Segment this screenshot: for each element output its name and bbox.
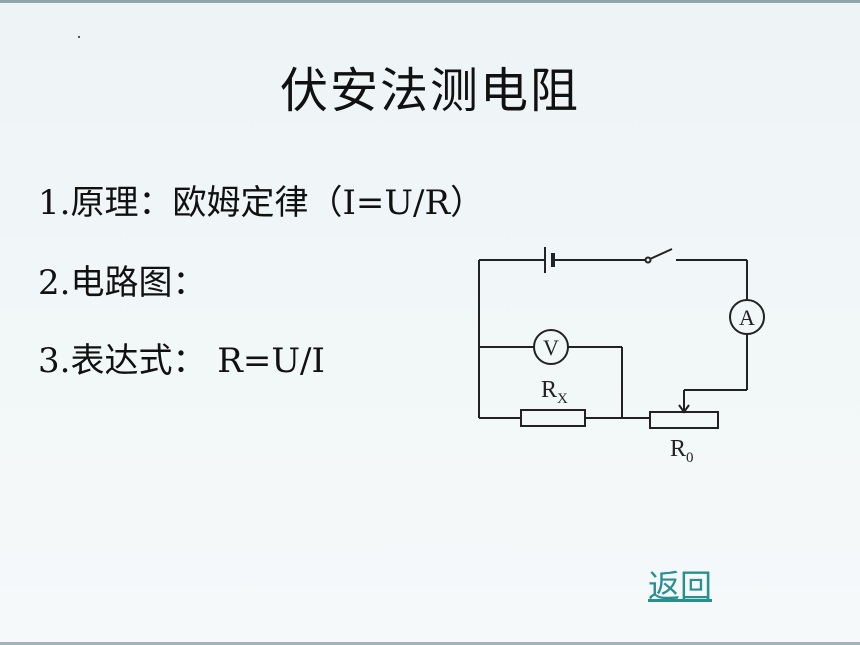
item-principle: 1.原理：欧姆定律（I=U/R） — [38, 183, 485, 223]
ammeter-label: A — [739, 305, 755, 330]
switch-blade — [649, 248, 673, 260]
back-link[interactable]: 返回 — [648, 567, 713, 605]
rx-label: RX — [541, 377, 568, 407]
rheostat-r0 — [649, 411, 719, 429]
switch-pivot — [644, 256, 652, 264]
slide-title: 伏安法测电阻 — [279, 63, 580, 119]
item-expression: 3.表达式： R=U/I — [38, 341, 325, 381]
r0-label: R0 — [670, 436, 694, 466]
stray-dot — [78, 36, 80, 38]
resistor-rx — [520, 409, 586, 427]
item-circuit-diagram: 2.电路图： — [38, 263, 207, 303]
circuit-diagram: A V RX R0 — [478, 247, 765, 466]
voltmeter-label: V — [543, 335, 559, 360]
